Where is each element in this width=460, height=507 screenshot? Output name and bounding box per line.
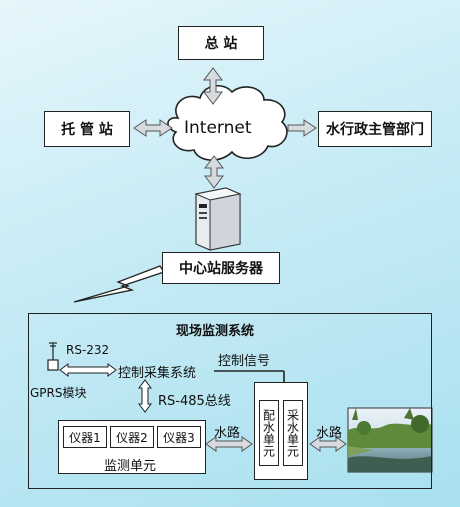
hq-station-box: 总 站	[178, 26, 264, 60]
sampling-unit-box: 采水单元	[283, 400, 303, 466]
internet-label: Internet	[184, 118, 252, 138]
waterway-right-label: 水路	[316, 426, 343, 441]
monitor-unit-label: 监测单元	[104, 459, 157, 474]
waterway-left-label: 水路	[214, 426, 241, 441]
antenna-icon	[49, 342, 57, 360]
rs232-label: RS-232	[66, 343, 110, 357]
arrow-waterway-left	[205, 436, 253, 452]
distribution-unit-label: 配水单元	[261, 409, 276, 457]
center-server-box: 中心站服务器	[162, 252, 280, 284]
instrument-3-box: 仪器3	[157, 426, 201, 448]
control-signal-label: 控制信号	[218, 354, 271, 369]
water-units-box	[254, 382, 308, 480]
distribution-unit-box: 配水单元	[259, 400, 279, 466]
field-monitoring-frame	[28, 313, 432, 489]
rs485-label: RS-485总线	[158, 394, 231, 409]
gprs-label: GPRS模块	[30, 386, 87, 400]
water-admin-box: 水行政主管部门	[318, 111, 432, 147]
server-icon	[194, 187, 242, 251]
arrow-rs485	[138, 379, 152, 413]
arrow-waterway-right	[309, 436, 347, 452]
instrument-1-box: 仪器1	[63, 426, 107, 448]
arrow-hosting-internet	[133, 119, 173, 137]
arrow-internet-hq	[203, 67, 223, 105]
field-system-title: 现场监测系统	[176, 324, 255, 339]
sampling-unit-label: 采水单元	[285, 409, 300, 457]
wireless-lightning-icon	[73, 265, 166, 303]
hosting-station-box: 托 管 站	[44, 111, 130, 147]
river-photo	[347, 407, 433, 473]
arrow-gprs-control	[59, 363, 117, 377]
instrument-2-box: 仪器2	[110, 426, 154, 448]
gprs-module-box	[47, 359, 59, 371]
arrow-internet-admin	[287, 119, 317, 137]
control-system-label: 控制采集系统	[118, 366, 197, 381]
arrow-internet-server	[204, 155, 224, 189]
